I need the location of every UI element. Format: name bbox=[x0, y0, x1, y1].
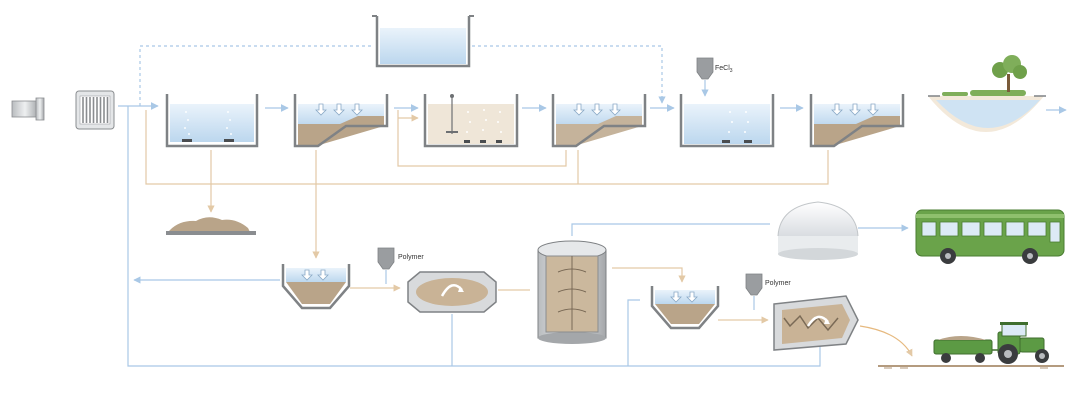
drum-thickener bbox=[407, 271, 497, 313]
gas-holder-dome-icon bbox=[777, 201, 859, 260]
bus-icon bbox=[915, 209, 1065, 264]
centrifuge bbox=[773, 295, 859, 351]
grit-pile bbox=[166, 217, 256, 235]
ferric-chloride-label: FeCl3 bbox=[715, 65, 733, 74]
bar-screen-icon bbox=[75, 90, 115, 130]
polymer-dosing-icon-2 bbox=[745, 273, 763, 296]
tree-icon bbox=[992, 55, 1027, 92]
storm-tank bbox=[372, 15, 474, 68]
grit-tank bbox=[165, 94, 259, 148]
polymer-label-2: Polymer bbox=[765, 280, 791, 287]
polymer-dosing-icon bbox=[377, 247, 395, 270]
sludge-thickener bbox=[281, 264, 351, 310]
chemical-precipitation-tank bbox=[679, 94, 775, 148]
biological-reactor bbox=[423, 94, 519, 148]
tractor-icon bbox=[933, 322, 1049, 364]
secondary-clarifier bbox=[551, 94, 647, 148]
flow-lines bbox=[118, 45, 1067, 367]
recipient-lake bbox=[928, 90, 1046, 132]
primary-clarifier bbox=[293, 94, 389, 148]
final-clarifier bbox=[809, 94, 905, 148]
ferric-chloride-dosing-icon bbox=[696, 57, 714, 80]
inlet-pipe-icon bbox=[11, 97, 45, 121]
field-ground bbox=[878, 365, 1064, 369]
polymer-label-1: Polymer bbox=[398, 254, 424, 261]
digester bbox=[537, 240, 607, 344]
dewatering-thickener bbox=[650, 286, 720, 330]
